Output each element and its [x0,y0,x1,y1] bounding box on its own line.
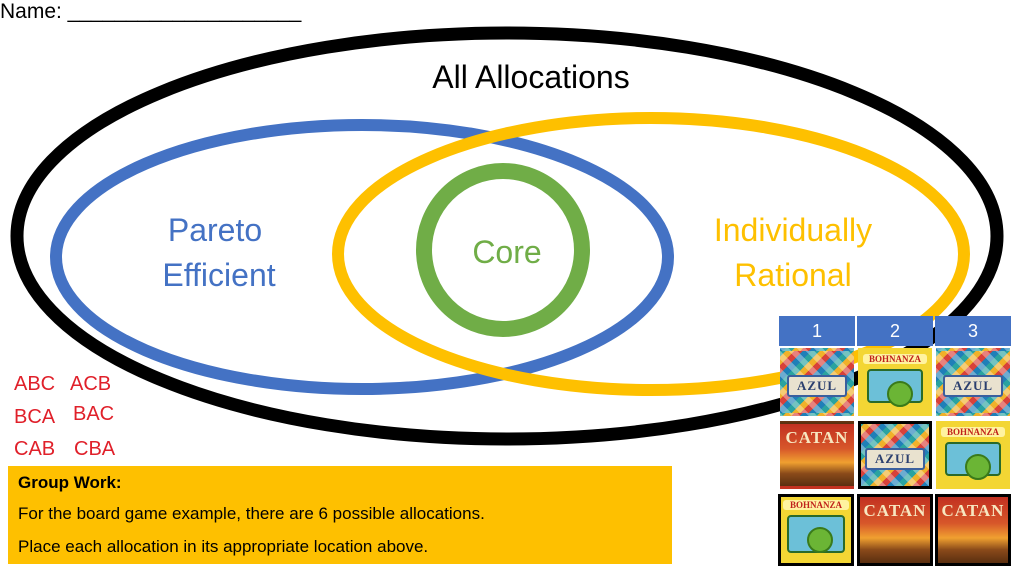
core-circle [416,163,590,337]
pareto-efficient-ellipse [50,119,674,395]
individually-rational-ellipse [332,112,970,396]
all-allocations-ellipse [10,26,1004,446]
group-work-line2: Place each allocation in its appropriate… [18,537,429,556]
catan-box-art: CATAN [780,421,854,489]
all-allocations-label: All Allocations [432,59,629,95]
name-field-label: Name: ____________________ [0,0,302,23]
group-work-line1: For the board game example, there are 6 … [18,504,485,523]
player-2-header: 2 [857,316,933,346]
bohnanza-box-art: BOHNANZA [936,421,1010,489]
allocation-bac[interactable]: BAC [73,403,115,425]
player-1-header: 1 [779,316,855,346]
group-work-title: Group Work: [18,473,122,492]
azul-box-art: AZUL [858,421,932,489]
individually-rational-label-line2: Rational [734,257,851,293]
group-work-box: Group Work: For the board game example, … [8,466,672,564]
azul-box-art: AZUL [780,348,854,416]
allocation-abc[interactable]: ABC [14,373,56,395]
allocation-cba[interactable]: CBA [74,438,116,460]
player-3-header: 3 [935,316,1011,346]
pareto-efficient-label-line2: Efficient [162,257,275,293]
core-label: Core [472,234,541,270]
catan-box-art: CATAN [857,494,933,566]
allocation-acb[interactable]: ACB [70,373,112,395]
azul-box-art: AZUL [936,348,1010,416]
bohnanza-box-art: BOHNANZA [778,494,854,566]
individually-rational-label-line1: Individually [714,212,872,248]
pareto-efficient-label-line1: Pareto [168,212,262,248]
allocation-cab[interactable]: CAB [14,438,56,460]
catan-box-art: CATAN [935,494,1011,566]
bohnanza-box-art: BOHNANZA [858,348,932,416]
allocation-bca[interactable]: BCA [14,406,56,428]
